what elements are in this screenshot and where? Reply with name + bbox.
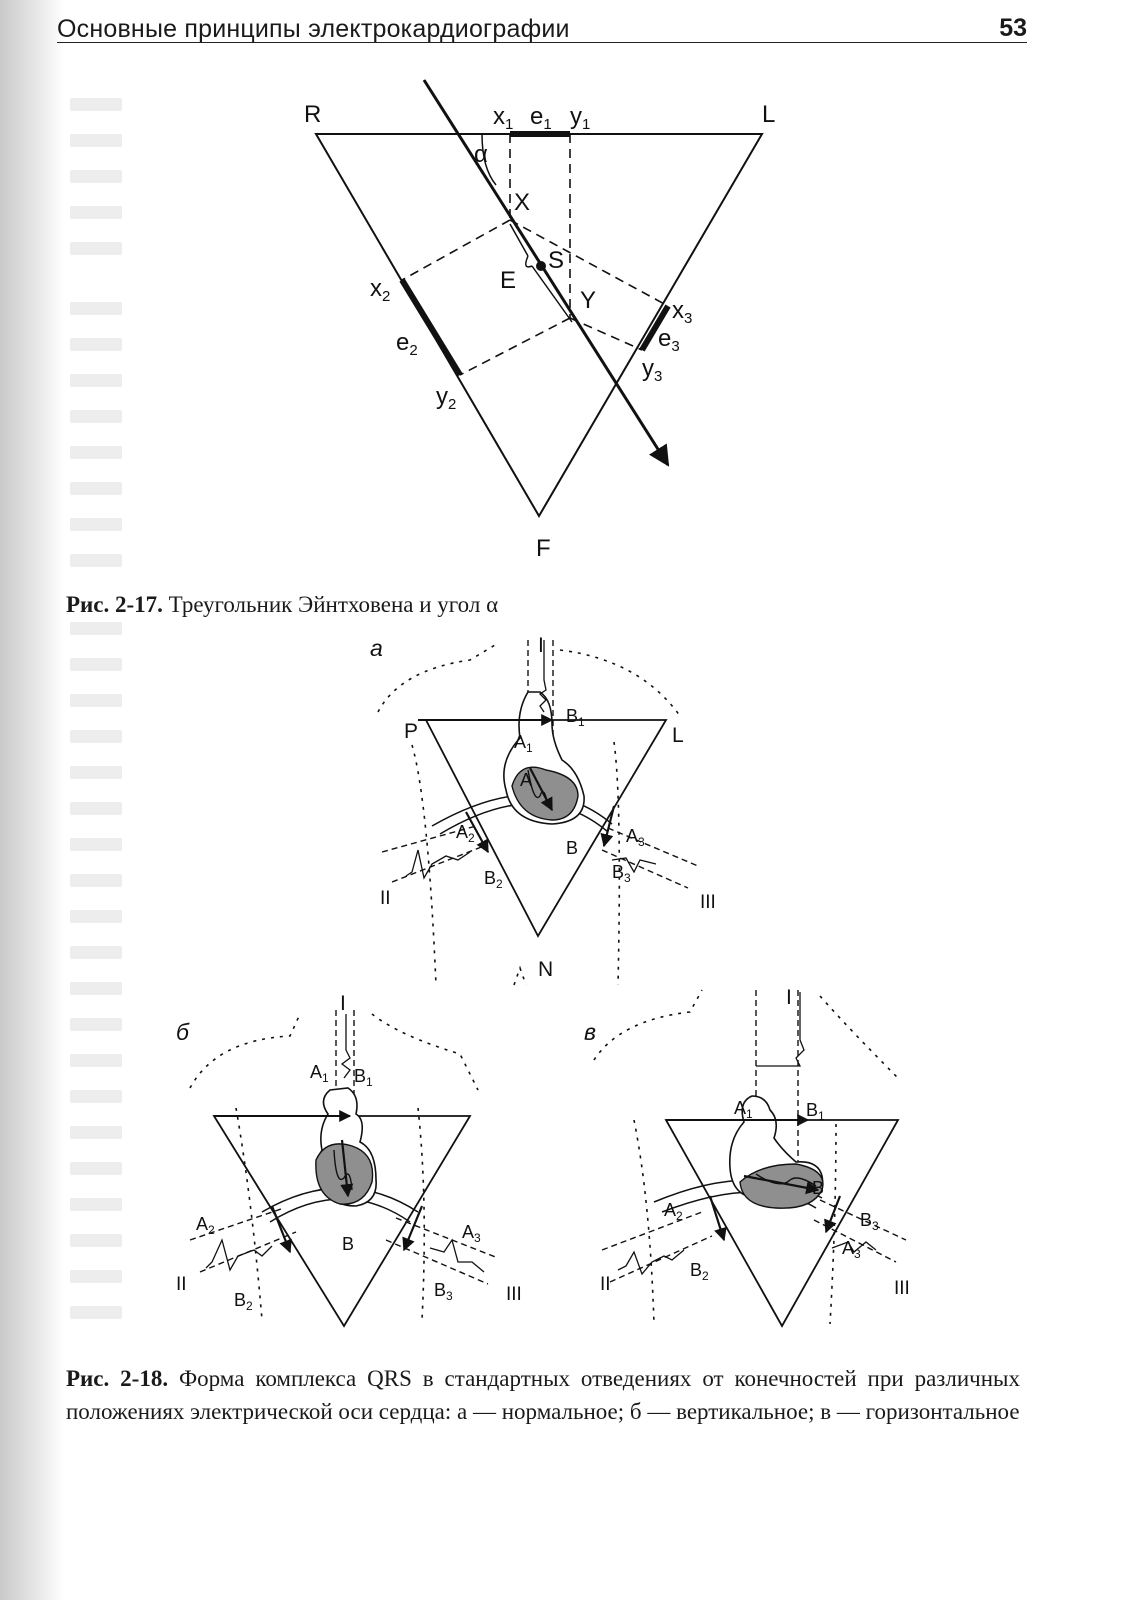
caption-2-17-text: Треугольник Эйнтховена и угол α: [162, 592, 499, 617]
panel-v-a3: A3: [842, 1238, 861, 1261]
panel-v-lead-iii: III: [894, 1278, 910, 1299]
panel-a-lead-i: I: [538, 634, 544, 657]
panel-b-lead-ii: II: [176, 1274, 187, 1295]
page-edge-shadow: [0, 0, 64, 1600]
panel-v-a1: A1: [734, 1098, 753, 1121]
label-r: R: [304, 101, 321, 128]
alpha-arc: [481, 133, 497, 186]
caption-2-18-text: Форма комплекса QRS в стандартных отведе…: [66, 1366, 1020, 1424]
panel-v-b2: B2: [690, 1260, 709, 1283]
figure-2-18-caption: Рис. 2-18. Форма комплекса QRS в стандар…: [66, 1362, 1020, 1428]
panel-b-a2: A2: [196, 1214, 215, 1237]
label-f: F: [536, 535, 551, 562]
caption-2-18-number: Рис. 2-18.: [66, 1366, 169, 1391]
figure-2-17-einthoven-triangle: R L F x1 e1 y1 α X S E Y x2 e2 y2 x3 e3 …: [304, 79, 775, 562]
panel-b-b2: B2: [234, 1290, 253, 1313]
panel-a-a2: A2: [456, 822, 475, 845]
panel-b-b3: B3: [434, 1280, 453, 1303]
panel-v-b3: B3: [860, 1210, 879, 1233]
panel-v-b1: B1: [806, 1100, 825, 1123]
panel-b-a3: A3: [462, 1222, 481, 1245]
label-x-point: X: [514, 189, 530, 216]
label-x2: x2: [370, 275, 390, 305]
einthoven-triangle: [314, 133, 764, 518]
panel-v-letter: в: [584, 1019, 596, 1045]
panel-v-lead-i: I: [786, 986, 792, 1009]
label-s-point: S: [548, 247, 564, 274]
label-y2: y2: [436, 383, 456, 413]
projection-dashes: [401, 134, 669, 376]
running-title: Основные принципы электрокардиографии: [57, 15, 570, 43]
panel-a-letter: а: [370, 635, 383, 661]
panel-v-a2: A2: [664, 1200, 683, 1223]
panel-v-b: B: [812, 1178, 824, 1198]
panel-a-a1: A1: [514, 732, 533, 755]
label-alpha: α: [474, 141, 488, 168]
page-number: 53: [999, 14, 1027, 42]
panel-a-b1: B1: [566, 706, 585, 729]
label-e1: e1: [530, 103, 552, 133]
panel-b-letter: б: [176, 1019, 190, 1045]
panel-b-heart-ventricle: [315, 1143, 374, 1205]
lead-projection-bars: [399, 131, 671, 377]
panel-b-b1: B1: [354, 1066, 373, 1089]
label-y1: y1: [570, 103, 590, 133]
panel-a-b2: B2: [484, 868, 503, 891]
label-y3: y3: [642, 355, 662, 385]
panel-a-b3: B3: [612, 862, 631, 885]
panel-a-b: B: [566, 838, 578, 858]
figure-2-18-qrs-panels: а I P L N B1 A1 A B A2 B2 A3 B3 II III: [176, 634, 910, 1328]
panel-a-a3: A3: [626, 826, 645, 849]
page-header: Основные принципы электрокардиографии 53: [57, 8, 1027, 43]
panel-a-lead-iii: III: [700, 892, 716, 913]
panel-b-lead-iii: III: [506, 1284, 522, 1305]
panel-a-label-n: N: [538, 958, 553, 981]
panel-b-a1: A1: [310, 1062, 329, 1085]
label-l: L: [762, 101, 775, 128]
label-e2: e2: [396, 329, 418, 359]
vector-bracket-e: [509, 223, 573, 323]
panel-v-axis-vector: [743, 1174, 820, 1195]
label-x3: x3: [672, 297, 692, 327]
panel-b-b: B: [342, 1234, 354, 1254]
figure-2-17-caption: Рис. 2-17. Треугольник Эйнтховена и угол…: [66, 588, 498, 621]
panel-a-label-l: L: [672, 724, 684, 747]
panel-a-axis-vector: [529, 767, 553, 812]
panel-a-label-p: P: [404, 720, 418, 743]
label-y-point: Y: [580, 287, 596, 314]
panel-b-vertical: б I A1 B1 B A2 B2 A3 B3 II III: [176, 992, 522, 1328]
panel-v-heart-ventricle: [739, 1163, 824, 1209]
point-s-dot: [536, 261, 546, 271]
panel-b-lead-i: I: [340, 992, 346, 1015]
panel-v-horizontal: в I A1 B1 B A2 B2 A3 B3 II III: [584, 986, 910, 1328]
label-x1: x1: [493, 103, 513, 133]
panel-a-a: A: [520, 770, 532, 790]
caption-2-17-number: Рис. 2-17.: [66, 592, 163, 617]
label-e-vector: E: [500, 267, 516, 294]
panel-b-axis-vector: [340, 1139, 354, 1198]
panel-a-lead-ii: II: [380, 888, 391, 909]
panel-a-normal: а I P L N B1 A1 A B A2 B2 A3 B3 II III: [370, 634, 716, 986]
panel-v-lead-ii: II: [600, 1274, 611, 1295]
electrical-axis-arrow: [422, 79, 670, 467]
label-e3: e3: [658, 325, 680, 355]
